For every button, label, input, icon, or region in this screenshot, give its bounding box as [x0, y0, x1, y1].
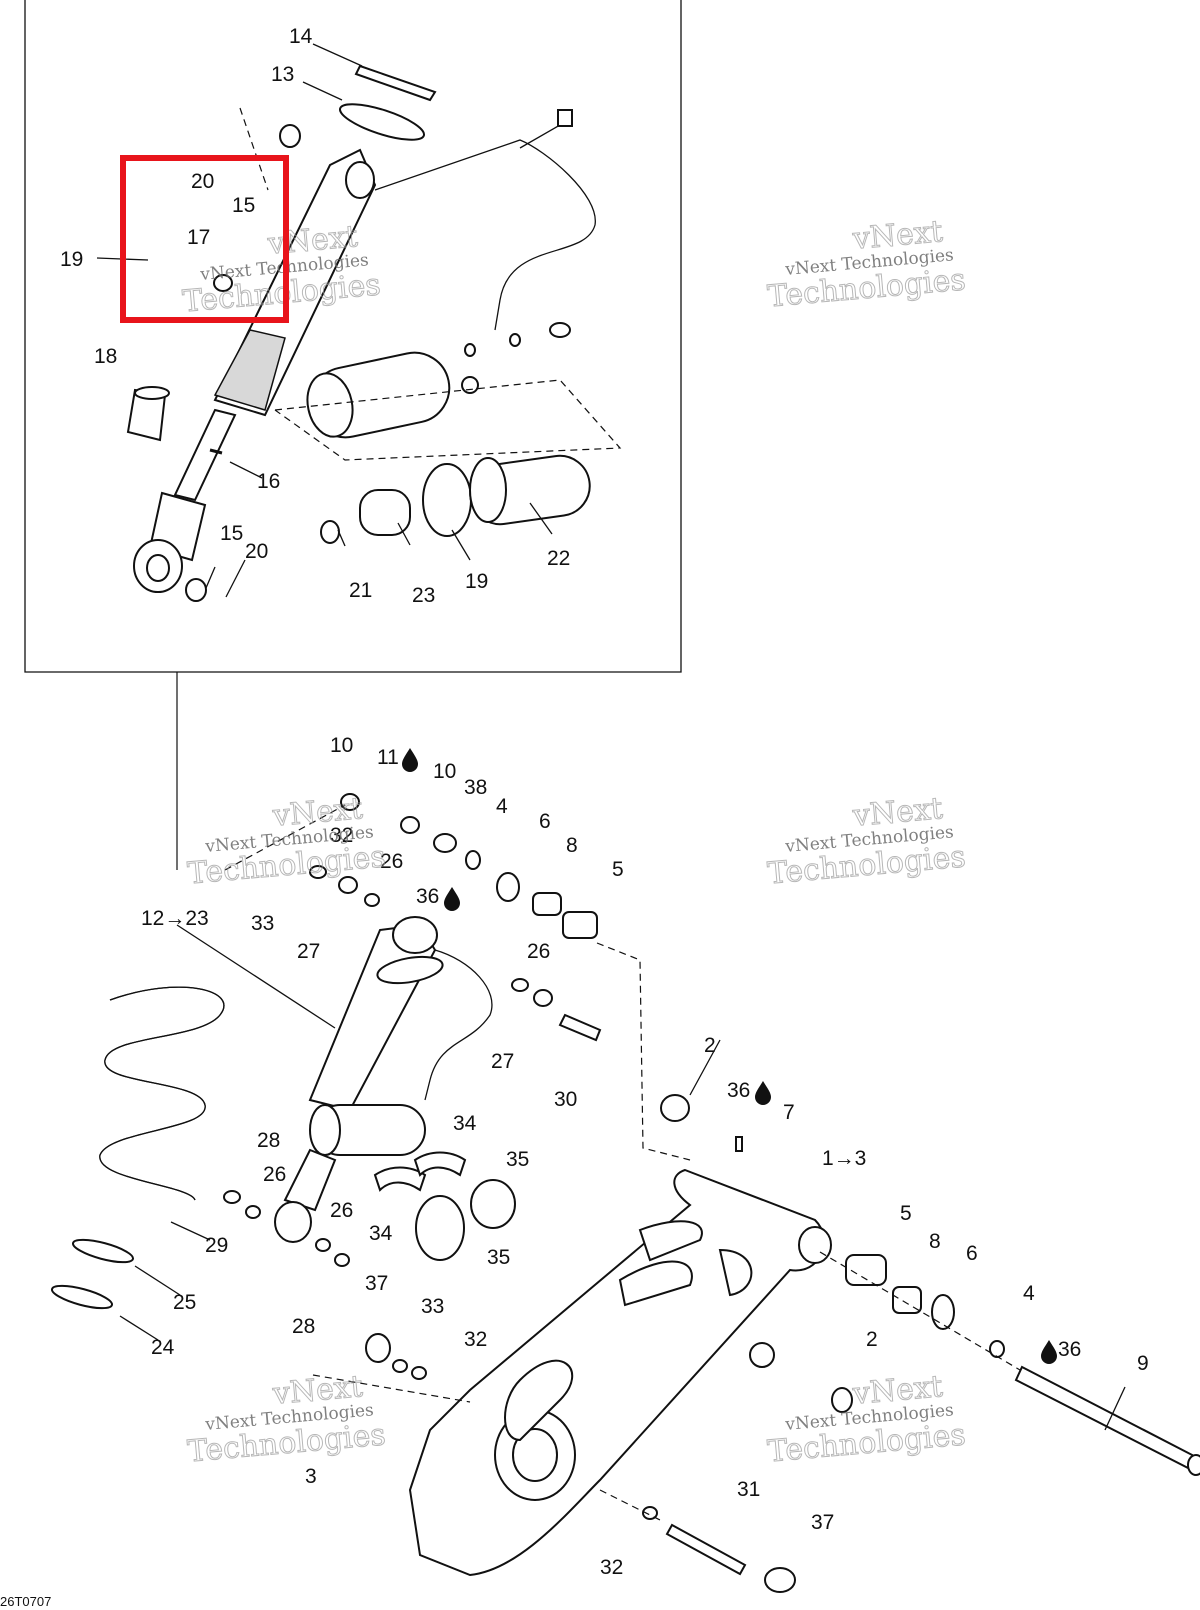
callout-25: 25 — [173, 1291, 196, 1314]
callout-36: 36 — [727, 1079, 750, 1102]
callout-22: 22 — [547, 547, 570, 570]
callout-3: 3 — [305, 1465, 317, 1488]
callout-8: 8 — [566, 834, 578, 857]
callout-8: 8 — [929, 1230, 941, 1253]
callout-34: 34 — [453, 1112, 477, 1135]
callout-31: 31 — [737, 1478, 760, 1501]
callout-5: 5 — [900, 1202, 912, 1225]
svg-text:vNext: vNext — [851, 791, 945, 834]
callout-23: 23 — [412, 584, 435, 607]
callout-26: 26 — [330, 1199, 353, 1222]
callout-9: 9 — [1137, 1352, 1149, 1375]
callout-37: 37 — [365, 1272, 388, 1295]
callout-17: 17 — [187, 226, 210, 249]
callout-36: 36 — [1058, 1338, 1081, 1361]
callout-6: 6 — [539, 810, 551, 833]
lubricant-drop-icon — [1041, 1340, 1057, 1364]
callout-2: 2 — [866, 1328, 878, 1351]
callout-15: 15 — [232, 194, 255, 217]
callout-10: 10 — [330, 734, 353, 757]
callout-29: 29 — [205, 1234, 228, 1257]
callout-19: 19 — [465, 570, 488, 593]
callout-4: 4 — [1023, 1282, 1035, 1305]
callout-12-to-23: 12→23 — [141, 907, 209, 930]
highlight-box — [120, 155, 289, 323]
callout-19: 19 — [60, 248, 83, 271]
coil-spring — [99, 986, 225, 1201]
callout-6: 6 — [966, 1242, 978, 1265]
svg-text:vNext: vNext — [271, 1369, 365, 1412]
diagram-code: 26T0707 — [0, 1594, 51, 1609]
callout-20: 20 — [191, 170, 214, 193]
callout-27: 27 — [297, 940, 320, 963]
callout-21: 21 — [349, 579, 372, 602]
callout-15: 15 — [220, 522, 243, 545]
callout-10: 10 — [433, 760, 456, 783]
callout-32: 32 — [464, 1328, 487, 1351]
part-callouts: 14 13 20 15 17 19 18 16 15 20 21 23 19 2… — [60, 25, 1149, 1579]
callout-27: 27 — [491, 1050, 514, 1073]
callout-24: 24 — [151, 1336, 175, 1359]
svg-text:vNext: vNext — [266, 219, 360, 262]
callout-11: 11 — [377, 746, 399, 769]
callout-33: 33 — [421, 1295, 444, 1318]
callout-28: 28 — [292, 1315, 315, 1338]
callout-32: 32 — [600, 1556, 623, 1579]
callout-35: 35 — [487, 1246, 510, 1269]
callout-30: 30 — [554, 1088, 577, 1111]
svg-text:vNext: vNext — [851, 214, 945, 257]
callout-26: 26 — [263, 1163, 286, 1186]
lubricant-drop-icon — [755, 1081, 771, 1105]
lubricant-drop-icons — [402, 748, 1057, 1364]
callout-18: 18 — [94, 345, 117, 368]
detail-inset-frame — [24, 0, 682, 673]
svg-text:vNext: vNext — [851, 1369, 945, 1412]
callout-2: 2 — [704, 1034, 716, 1057]
callout-38: 38 — [464, 776, 487, 799]
callout-26: 26 — [380, 850, 403, 873]
callout-4: 4 — [496, 795, 508, 818]
callout-26: 26 — [527, 940, 550, 963]
callout-32: 32 — [330, 824, 353, 847]
callout-35: 35 — [506, 1148, 529, 1171]
callout-37: 37 — [811, 1511, 834, 1534]
callout-34: 34 — [369, 1222, 393, 1245]
callout-7: 7 — [783, 1101, 795, 1124]
callout-1-to-3: 1→3 — [822, 1147, 866, 1170]
shock-absorber-detail — [96, 43, 622, 602]
callout-13: 13 — [271, 63, 294, 86]
callout-14: 14 — [289, 25, 313, 48]
swing-arm-assembly — [50, 793, 1200, 1593]
callout-16: 16 — [257, 470, 280, 493]
callout-28: 28 — [257, 1129, 280, 1152]
lubricant-drop-icon — [444, 887, 460, 911]
svg-text:vNext: vNext — [271, 791, 365, 834]
callout-5: 5 — [612, 858, 624, 881]
callout-36: 36 — [416, 885, 439, 908]
callout-20: 20 — [245, 540, 268, 563]
callout-33: 33 — [251, 912, 274, 935]
lubricant-drop-icon — [402, 748, 418, 772]
